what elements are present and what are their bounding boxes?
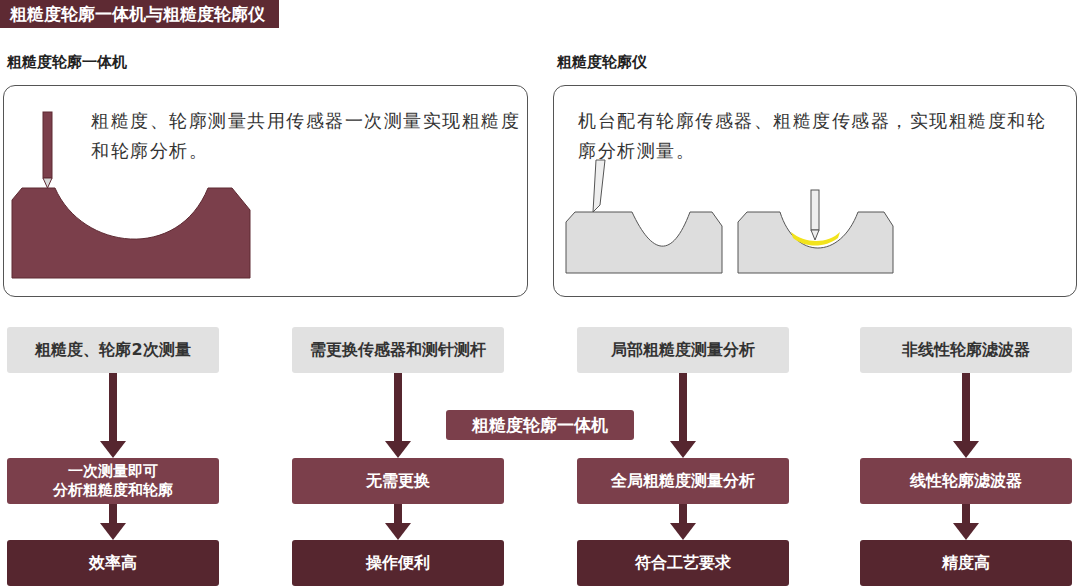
benefit-box: 符合工艺要求	[577, 540, 789, 586]
problem-box: 粗糙度、轮廓2次测量	[7, 327, 219, 373]
title-bar: 粗糙度轮廓一体机与粗糙度轮廓仪	[0, 0, 279, 28]
solution-box: 线性轮廓滤波器	[860, 458, 1072, 504]
box-label: 粗糙度、轮廓2次测量	[35, 340, 190, 360]
box-label: 局部粗糙度测量分析	[611, 340, 755, 360]
center-label-box: 粗糙度轮廓一体机	[446, 410, 634, 440]
flow-arrow	[962, 504, 970, 523]
problem-box: 非线性轮廓滤波器	[860, 327, 1072, 373]
box-label: 无需更换	[366, 471, 430, 491]
flow-arrow	[394, 504, 402, 523]
flow-arrow	[109, 504, 117, 523]
flow-arrow	[394, 373, 402, 441]
solution-box: 全局粗糙度测量分析	[577, 458, 789, 504]
solution-box: 一次测量即可 分析粗糙度和轮廓	[7, 458, 219, 504]
box-label: 一次测量即可 分析粗糙度和轮廓	[17, 462, 209, 500]
workpiece	[566, 212, 722, 273]
panel-heading: 粗糙度轮廓一体机	[7, 53, 127, 72]
benefit-box: 操作便利	[292, 540, 504, 586]
contour-probe	[593, 160, 605, 212]
problem-box: 需更换传感器和测针测杆	[292, 327, 504, 373]
flow-arrow	[962, 373, 970, 441]
solution-box: 无需更换	[292, 458, 504, 504]
panel-box: 粗糙度轮廓仪机台配有轮廓传感器、粗糙度传感器，实现粗糙度和轮廓分析测量。	[553, 85, 1077, 297]
box-label: 需更换传感器和测针测杆	[310, 340, 486, 360]
box-label: 操作便利	[366, 553, 430, 573]
panel-description: 粗糙度、轮廓测量共用传感器一次测量实现粗糙度和轮廓分析。	[91, 106, 523, 166]
benefit-box: 精度高	[860, 540, 1072, 586]
box-label: 线性轮廓滤波器	[910, 471, 1022, 491]
panel-heading: 粗糙度轮廓仪	[557, 53, 647, 72]
box-label: 符合工艺要求	[635, 553, 731, 573]
box-label: 精度高	[942, 553, 990, 573]
flow-arrow	[679, 504, 687, 523]
panel-description: 机台配有轮廓传感器、粗糙度传感器，实现粗糙度和轮廓分析测量。	[578, 106, 1056, 166]
box-label: 效率高	[89, 553, 137, 573]
probe-rod	[43, 112, 52, 178]
flow-arrow	[109, 373, 117, 441]
probe-tip	[43, 178, 52, 188]
box-label: 非线性轮廓滤波器	[902, 340, 1030, 360]
problem-box: 局部粗糙度测量分析	[577, 327, 789, 373]
roughness-probe-tip	[811, 230, 819, 240]
panel-box: 粗糙度轮廓一体机粗糙度、轮廓测量共用传感器一次测量实现粗糙度和轮廓分析。	[3, 85, 528, 297]
benefit-box: 效率高	[7, 540, 219, 586]
box-label: 全局粗糙度测量分析	[611, 471, 755, 491]
flow-arrow	[679, 373, 687, 441]
box-label: 粗糙度轮廓一体机	[472, 415, 608, 435]
workpiece	[12, 188, 250, 278]
roughness-probe-rod	[811, 190, 819, 230]
